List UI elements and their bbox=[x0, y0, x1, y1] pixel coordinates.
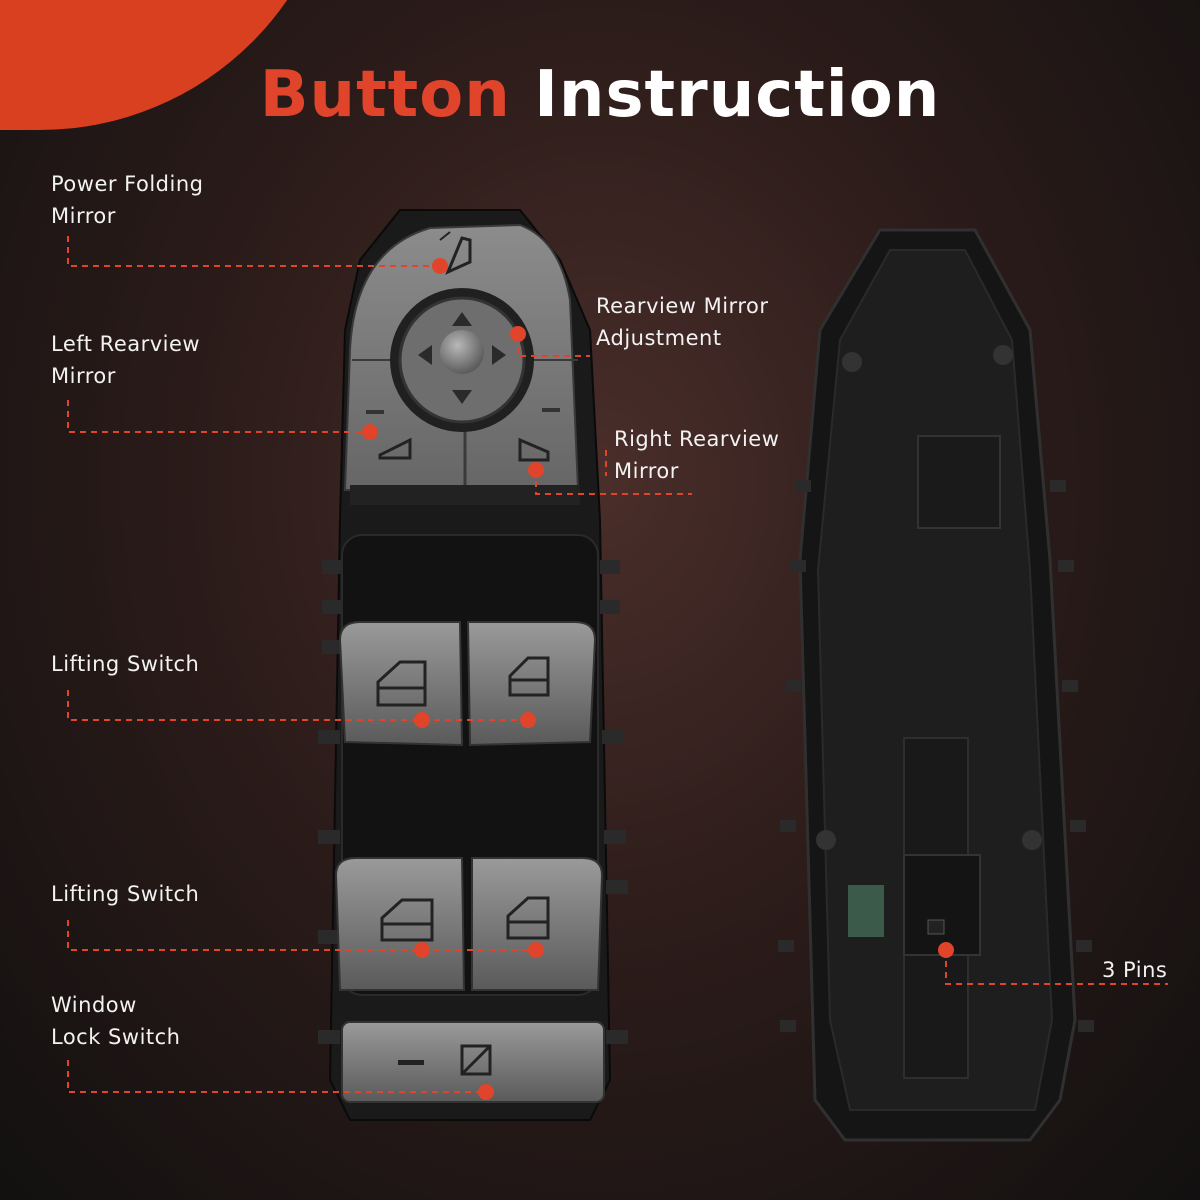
lifting-switch-rear-pair bbox=[334, 857, 604, 991]
callout-dot-3-pins bbox=[938, 942, 954, 958]
label-lifting-switch-2: Lifting Switch bbox=[51, 882, 200, 906]
callout-dot-left-rearview bbox=[362, 424, 378, 440]
callout-dot-power-folding bbox=[432, 258, 448, 274]
switch-front-unit bbox=[318, 209, 628, 1121]
callout-dot-lifting-1a bbox=[414, 712, 430, 728]
lifting-switch-front-pair bbox=[338, 621, 597, 747]
label-rearview-mirror-adjustment: Rearview Mirror Adjustment bbox=[596, 294, 769, 350]
callout-dot-right-rearview bbox=[528, 462, 544, 478]
label-3-pins: 3 Pins bbox=[1102, 958, 1168, 982]
callout-dot-lifting-1b bbox=[520, 712, 536, 728]
callout-dot-lifting-2a bbox=[414, 942, 430, 958]
label-power-folding-mirror: Power Folding Mirror bbox=[51, 172, 204, 228]
callout-dot-lifting-2b bbox=[528, 942, 544, 958]
title-word-instruction: Instruction bbox=[534, 58, 941, 132]
callout-dot-window-lock bbox=[478, 1084, 494, 1100]
label-window-lock-switch: Window Lock Switch bbox=[51, 993, 181, 1049]
callout-lines bbox=[67, 236, 1168, 1093]
label-left-rearview-mirror: Left Rearview Mirror bbox=[51, 332, 201, 388]
page-title: Button Instruction bbox=[0, 58, 1200, 132]
switch-back-unit bbox=[778, 228, 1094, 1142]
window-lock-switch-shape bbox=[341, 1021, 605, 1103]
label-lifting-switch-1: Lifting Switch bbox=[51, 652, 200, 676]
callout-dot-rearview-adjust bbox=[510, 326, 526, 342]
label-right-rearview-mirror: Right Rearview Mirror bbox=[614, 427, 780, 483]
title-word-button: Button bbox=[259, 58, 511, 132]
